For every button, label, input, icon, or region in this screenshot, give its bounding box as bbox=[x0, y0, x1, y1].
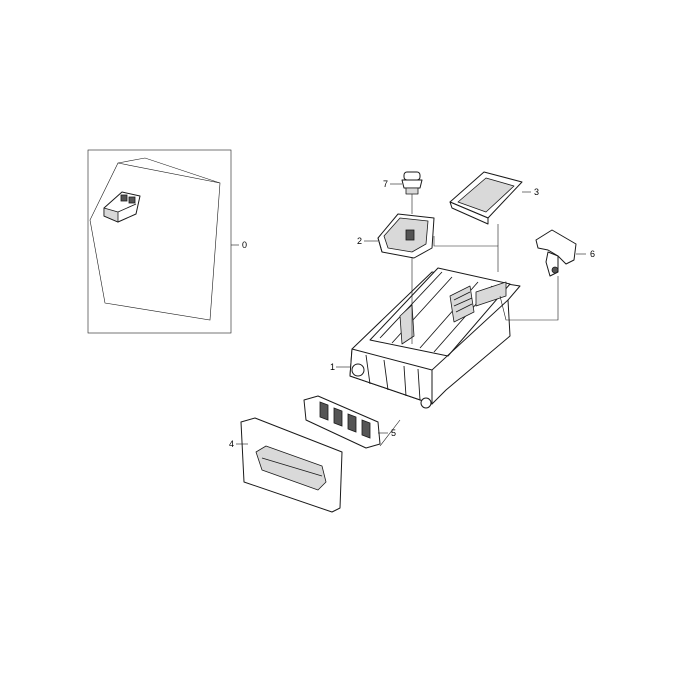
assembly-frame bbox=[87, 149, 232, 334]
assembly-guides bbox=[379, 194, 559, 447]
housing-siphon-left bbox=[399, 304, 415, 345]
callout-6: 6 bbox=[590, 249, 595, 259]
callout-1: 1 bbox=[330, 362, 335, 372]
assembly-sheet-fold bbox=[117, 157, 221, 184]
callout-2: 2 bbox=[357, 236, 362, 246]
handle-grip bbox=[255, 445, 327, 491]
housing-nozzle bbox=[351, 363, 365, 377]
siphon-cap bbox=[535, 229, 586, 277]
assembly-box bbox=[87, 149, 239, 334]
callout-3: 3 bbox=[534, 187, 539, 197]
assembly-thumbnail-icon bbox=[103, 191, 141, 223]
housing-siphon-right bbox=[449, 285, 475, 323]
valve-plug bbox=[390, 171, 423, 195]
softener-cup bbox=[364, 213, 435, 259]
callout-7: 7 bbox=[383, 179, 388, 189]
assembly-sheet bbox=[89, 162, 221, 321]
tray-lid bbox=[449, 171, 531, 225]
front-handle-panel bbox=[236, 417, 343, 513]
callout-4: 4 bbox=[229, 439, 234, 449]
housing-front-face bbox=[349, 348, 433, 405]
callout-0: 0 bbox=[242, 240, 247, 250]
callout-5: 5 bbox=[391, 428, 396, 438]
dispenser-housing bbox=[336, 267, 521, 409]
callouts: 0 1 2 3 4 5 6 7 bbox=[229, 179, 595, 449]
tray-insert bbox=[303, 395, 388, 449]
